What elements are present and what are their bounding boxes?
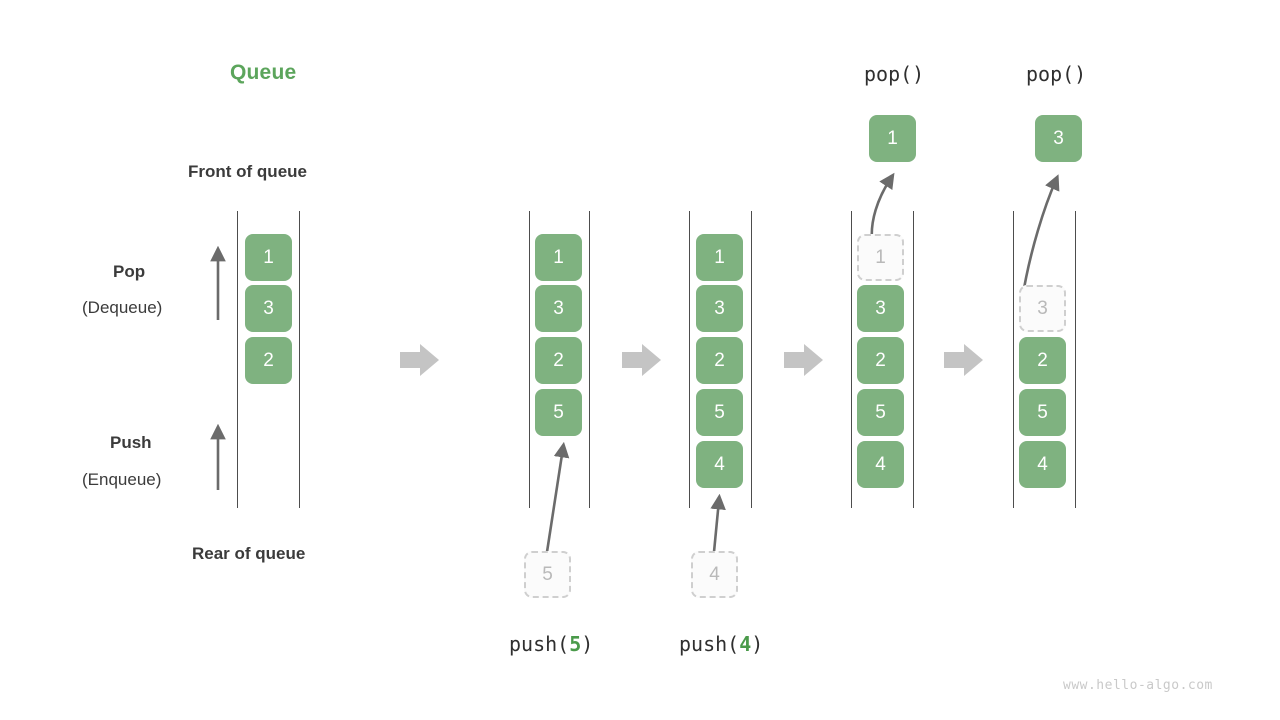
queue-rail-left — [851, 211, 852, 508]
flow-arrow — [784, 344, 823, 376]
flow-arrow — [400, 344, 439, 376]
front-of-queue-label: Front of queue — [188, 162, 307, 181]
site-watermark: www.hello-algo.com — [1063, 678, 1213, 693]
caption-value: 4 — [739, 632, 752, 656]
queue-cell: 4 — [696, 441, 743, 488]
caption-suffix: ) — [751, 632, 764, 656]
queue-rail-right — [589, 211, 590, 508]
queue-cell: 2 — [245, 337, 292, 384]
queue-cell: 2 — [1019, 337, 1066, 384]
queue-cell: 1 — [535, 234, 582, 281]
queue-cell: 4 — [857, 441, 904, 488]
queue-cell-removed: 1 — [857, 234, 904, 281]
queue-cell: 5 — [857, 389, 904, 436]
caption-suffix: ) — [581, 632, 594, 656]
rear-of-queue-label: Rear of queue — [192, 544, 306, 563]
queue-rail-left — [689, 211, 690, 508]
pop-op-label: pop() — [1026, 62, 1087, 86]
queue-cell: 5 — [535, 389, 582, 436]
flow-arrow — [622, 344, 661, 376]
push-5-caption: push(5) — [509, 632, 593, 656]
incoming-ghost-cell: 5 — [524, 551, 571, 598]
caption-prefix: push( — [509, 632, 570, 656]
pop-alt-label: (Dequeue) — [82, 298, 163, 317]
page-title: Queue — [230, 61, 297, 84]
queue-cell-removed: 3 — [1019, 285, 1066, 332]
queue-cell: 3 — [696, 285, 743, 332]
queue-rail-right — [299, 211, 300, 508]
queue-cell: 2 — [696, 337, 743, 384]
push-4-arrow — [710, 493, 726, 553]
queue-cell: 3 — [535, 285, 582, 332]
pop-3-arrow — [1020, 174, 1060, 301]
pop-label: Pop — [113, 262, 146, 281]
popped-cell: 3 — [1035, 115, 1082, 162]
push-5-arrow — [545, 441, 570, 553]
queue-rail-left — [237, 211, 238, 508]
queue-cell: 5 — [696, 389, 743, 436]
queue-rail-right — [1075, 211, 1076, 508]
queue-cell: 3 — [245, 285, 292, 332]
caption-value: 5 — [569, 632, 582, 656]
queue-cell: 5 — [1019, 389, 1066, 436]
queue-cell: 2 — [535, 337, 582, 384]
queue-rail-right — [751, 211, 752, 508]
queue-cell: 1 — [696, 234, 743, 281]
incoming-ghost-cell: 4 — [691, 551, 738, 598]
queue-cell: 3 — [857, 285, 904, 332]
popped-cell: 1 — [869, 115, 916, 162]
queue-rail-right — [913, 211, 914, 508]
push-label: Push — [110, 433, 152, 452]
queue-cell: 4 — [1019, 441, 1066, 488]
queue-rail-left — [1013, 211, 1014, 508]
caption-prefix: push( — [679, 632, 740, 656]
queue-cell: 2 — [857, 337, 904, 384]
push-4-caption: push(4) — [679, 632, 763, 656]
flow-arrow — [944, 344, 983, 376]
queue-rail-left — [529, 211, 530, 508]
queue-cell: 1 — [245, 234, 292, 281]
pop-op-label: pop() — [864, 62, 925, 86]
push-alt-label: (Enqueue) — [82, 470, 162, 489]
